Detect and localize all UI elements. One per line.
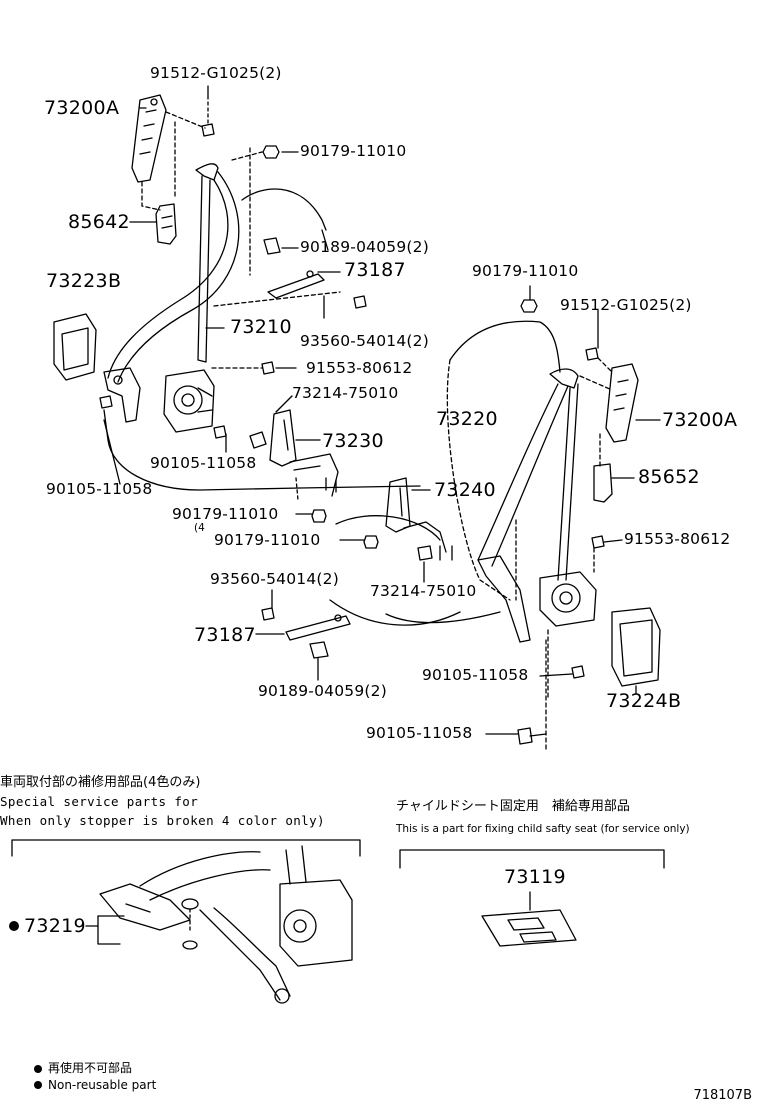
label-91553-right: 91553-80612 bbox=[624, 530, 731, 548]
label-73119: 73119 bbox=[504, 866, 566, 888]
label-90105-d: 90105-11058 bbox=[366, 724, 473, 742]
legend-dot-2 bbox=[34, 1081, 42, 1089]
bolt-90105-right-c bbox=[571, 665, 585, 679]
label-85652: 85652 bbox=[638, 466, 700, 488]
label-73219: 73219 bbox=[24, 915, 86, 937]
legend-dot-1 bbox=[34, 1065, 42, 1073]
label-73214-top: 73214-75010 bbox=[292, 384, 399, 402]
buckle-73240 bbox=[385, 477, 453, 561]
child-seat-bracket-73119 bbox=[481, 891, 577, 947]
label-90189-low: 90189-04059(2) bbox=[258, 682, 387, 700]
retractor-right bbox=[539, 571, 597, 627]
bolt-90105-left-b bbox=[213, 425, 227, 439]
label-73214-low: 73214-75010 bbox=[370, 582, 477, 600]
child-seat-title-jp: チャイルドシート固定用 補給専用部品 bbox=[396, 799, 630, 814]
bolt-91553-right bbox=[591, 535, 605, 549]
label-73210: 73210 bbox=[230, 316, 292, 338]
label-73240: 73240 bbox=[434, 479, 496, 501]
label-73200a-left: 73200A bbox=[44, 97, 120, 119]
stopper-illustration bbox=[99, 845, 353, 1004]
label-90179-right: 90179-11010 bbox=[472, 262, 579, 280]
label-90105-c: 90105-11058 bbox=[422, 666, 529, 684]
nut-90179-low bbox=[363, 535, 379, 549]
legend-en: Non-reusable part bbox=[48, 1078, 157, 1092]
label-73200a-right: 73200A bbox=[662, 409, 738, 431]
anchor-adjuster-73200a-left bbox=[131, 94, 167, 183]
buckle-73230 bbox=[269, 409, 339, 497]
bolt-91512-left bbox=[201, 95, 215, 137]
cover-73224b bbox=[611, 607, 661, 687]
legend-jp: 再使用不可部品 bbox=[48, 1061, 133, 1075]
label-90105-b: 90105-11058 bbox=[46, 480, 153, 498]
cover-73223b bbox=[53, 313, 97, 381]
label-90179-mid: 90179-11010 bbox=[172, 505, 279, 523]
bolt-90105-right-d bbox=[517, 727, 547, 745]
buckle-clip-73214-low bbox=[417, 545, 433, 561]
cover-85642 bbox=[155, 203, 177, 245]
nut-90179-right bbox=[520, 299, 538, 313]
label-90105-a: 90105-11058 bbox=[150, 454, 257, 472]
label-73224b: 73224B bbox=[606, 690, 682, 712]
lower-anchor-left bbox=[103, 367, 141, 423]
belt-webbing-73220 bbox=[477, 368, 579, 581]
label-91512-top: 91512-G1025(2) bbox=[150, 64, 282, 82]
label-73220: 73220 bbox=[436, 408, 498, 430]
anchor-adjuster-73200a-right bbox=[605, 363, 639, 443]
nut-90179-mid bbox=[311, 509, 327, 523]
label-73230: 73230 bbox=[322, 430, 384, 452]
bolt-93560-top bbox=[353, 295, 367, 309]
cover-85652 bbox=[593, 463, 613, 503]
bolt-91553-left bbox=[261, 361, 275, 375]
bracket-73187-top bbox=[267, 270, 325, 299]
label-73187-low: 73187 bbox=[194, 624, 256, 646]
label-91512-right: 91512-G1025(2) bbox=[560, 296, 692, 314]
label-93560-low: 93560-54014(2) bbox=[210, 570, 339, 588]
label-73187-top: 73187 bbox=[344, 259, 406, 281]
belt-webbing-73210 bbox=[107, 163, 327, 383]
bracket-73187-low bbox=[285, 614, 351, 641]
service-title-en-2: When only stopper is broken 4 color only… bbox=[0, 813, 325, 828]
nut-90179-top bbox=[262, 145, 280, 159]
non-reusable-marker bbox=[9, 921, 19, 931]
bolt-90105-left-a bbox=[99, 395, 113, 409]
label-90189-top: 90189-04059(2) bbox=[300, 238, 429, 256]
child-seat-title-en: This is a part for fixing child safty se… bbox=[396, 823, 690, 835]
label-85642: 85642 bbox=[68, 211, 130, 233]
label-90179-top: 90179-11010 bbox=[300, 142, 407, 160]
child-seat-part-bracket bbox=[399, 849, 665, 869]
service-parts-bracket bbox=[11, 839, 361, 857]
clip-90189-low bbox=[309, 641, 329, 659]
buckle-clip-73214-top bbox=[249, 431, 267, 449]
figure-code: 718107B bbox=[693, 1088, 752, 1103]
bolt-93560-low bbox=[261, 607, 275, 621]
label-90179-low: 90179-11010 bbox=[214, 531, 321, 549]
label-4-note: (4 bbox=[194, 522, 205, 534]
service-title-jp: 車両取付部の補修用部品(4色のみ) bbox=[0, 775, 201, 790]
label-91553-left: 91553-80612 bbox=[306, 359, 413, 377]
label-73223b: 73223B bbox=[46, 270, 122, 292]
service-title-en-1: Special service parts for bbox=[0, 794, 199, 809]
clip-90189-top bbox=[263, 237, 281, 255]
retractor-left bbox=[163, 369, 215, 433]
lower-anchor-right bbox=[477, 555, 531, 643]
label-93560-top: 93560-54014(2) bbox=[300, 332, 429, 350]
bolt-91512-right bbox=[585, 347, 599, 361]
